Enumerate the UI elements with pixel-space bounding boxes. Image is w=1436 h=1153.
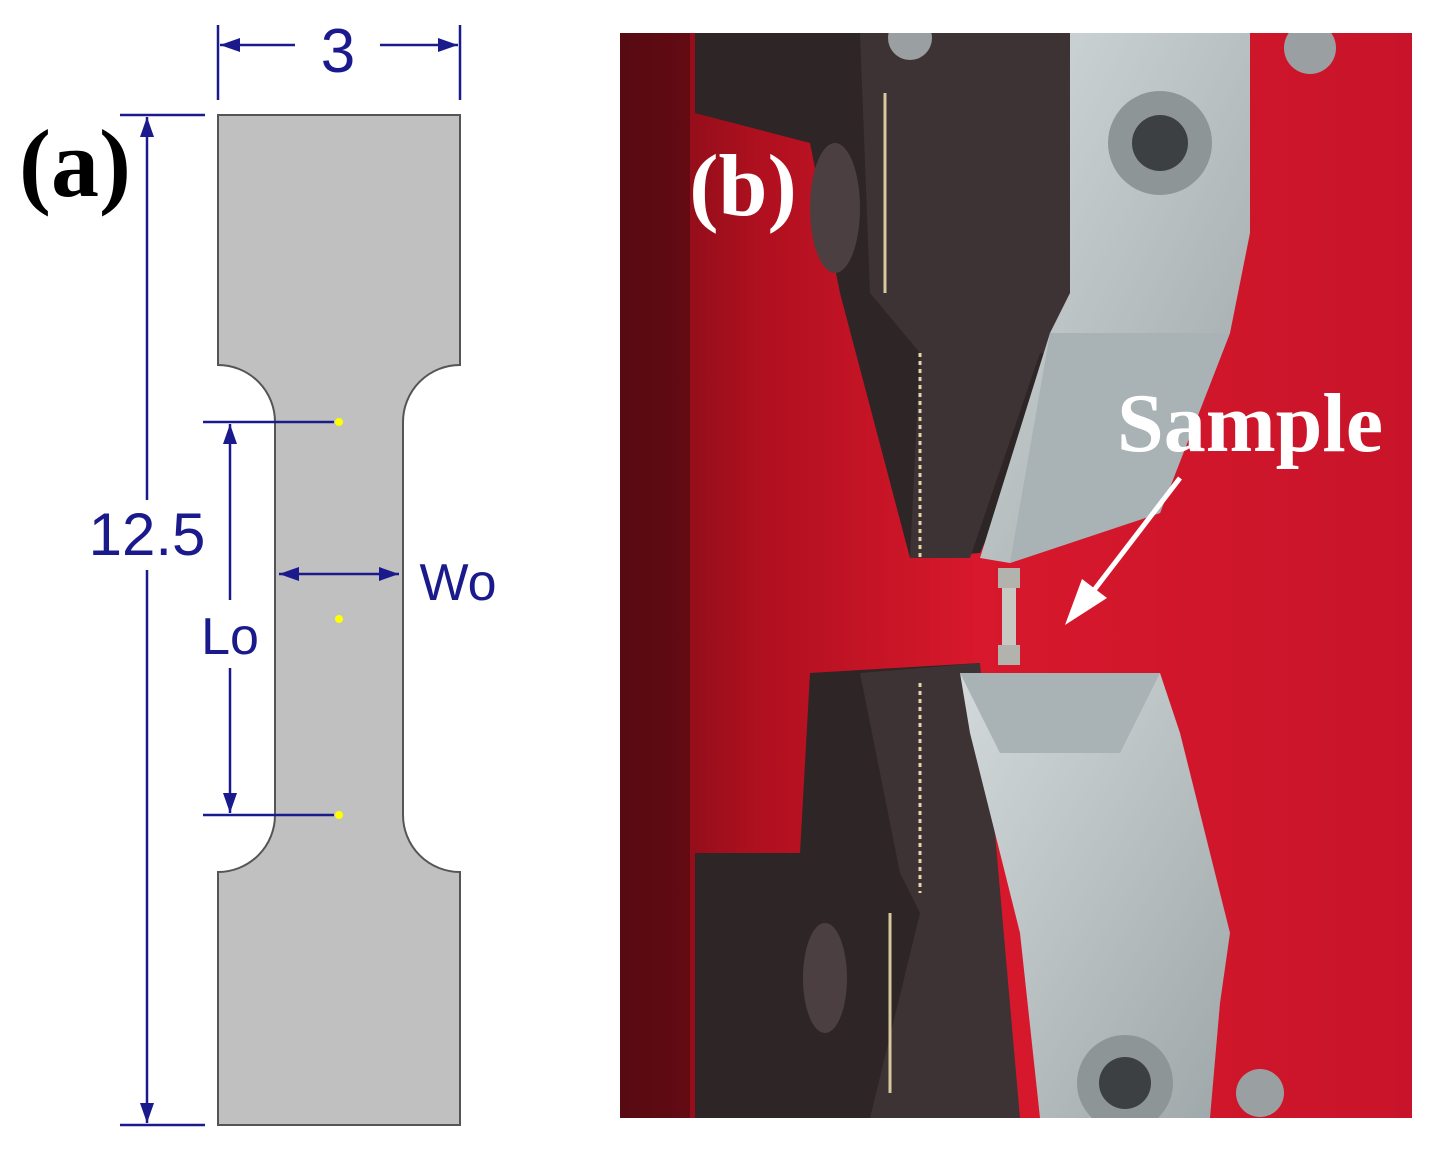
tensile-test-photo: Sample (b) xyxy=(620,16,1412,1131)
lower-grip xyxy=(695,663,1284,1131)
sample-specimen xyxy=(998,568,1020,665)
specimen-drawing: 3 12.5 Lo Wo xyxy=(19,17,497,1127)
width-label: 3 xyxy=(321,17,355,86)
width-dimension xyxy=(216,25,462,100)
sample-arrow xyxy=(1065,476,1182,625)
gauge-marker-middle xyxy=(335,615,343,623)
gauge-marker-bottom xyxy=(335,811,343,819)
gauge-width-label: Wo xyxy=(419,554,496,612)
upper-grip xyxy=(695,16,1336,563)
length-label: 12.5 xyxy=(89,501,206,568)
gauge-length-label: Lo xyxy=(201,608,259,666)
grip-illustration: Sample (b) xyxy=(620,16,1412,1131)
specimen-drawing-panel: 3 12.5 Lo Wo xyxy=(0,0,600,1148)
panel-b-label: (b) xyxy=(689,138,797,235)
sample-label: Sample xyxy=(1117,377,1383,470)
length-dimension xyxy=(120,113,205,1127)
panel-a-label: (a) xyxy=(19,110,131,217)
gauge-marker-top xyxy=(335,418,343,426)
left-shadow xyxy=(620,33,690,1118)
lower-metal-block xyxy=(960,673,1230,1118)
gauge-width-dimension xyxy=(279,567,399,581)
gauge-length-dimension xyxy=(203,420,334,817)
